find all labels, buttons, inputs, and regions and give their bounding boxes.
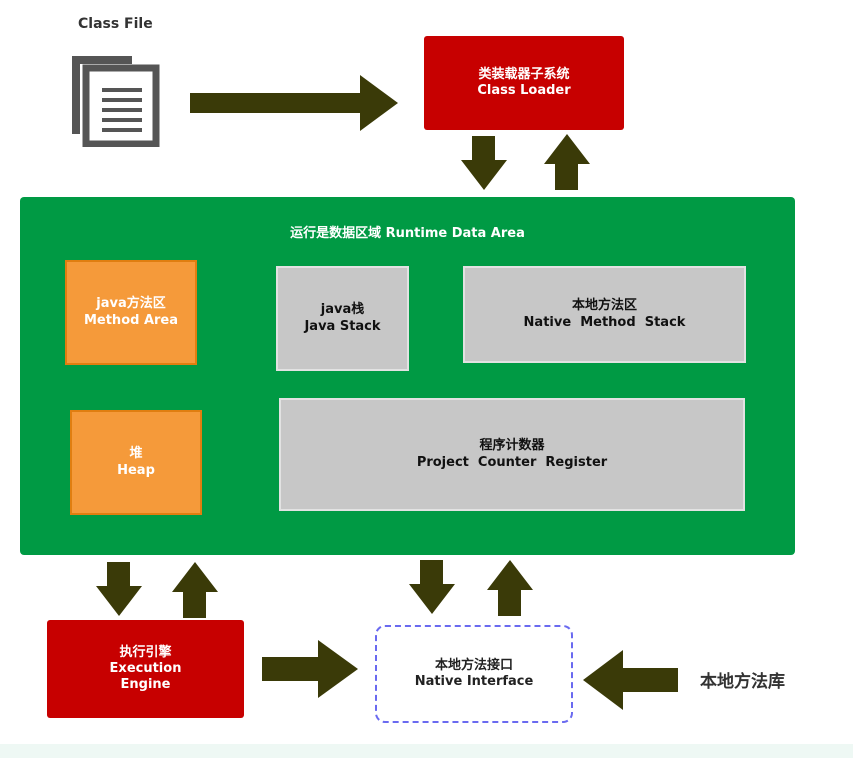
arrow-down-native [409,560,455,614]
arrow-up-loader [544,134,590,190]
native-library-label: 本地方法库 [700,672,785,692]
native-method-stack-box: 本地方法区 Native Method Stack [463,266,746,363]
native-method-stack-en: Native Method Stack [523,314,686,330]
execution-engine-en2: Engine [120,677,171,693]
arrow-right-engine [262,640,358,698]
heap-cn: 堆 [129,446,143,462]
native-interface-en: Native Interface [414,674,534,689]
method-area-cn: java方法区 [96,296,166,312]
arrow-down-loader [461,136,507,190]
class-loader-title-cn: 类装载器子系统 [478,66,570,82]
footer-band [0,744,853,758]
arrow-up-native [487,560,533,616]
method-area-box: java方法区 Method Area [65,260,197,365]
runtime-data-area-title: 运行是数据区域 Runtime Data Area [290,226,525,241]
execution-engine-box: 执行引擎 Execution Engine [47,620,244,718]
native-interface-box: 本地方法接口 Native Interface [375,625,573,723]
arrow-up-engine [172,562,218,618]
native-method-stack-cn: 本地方法区 [571,298,637,314]
native-interface-cn: 本地方法接口 [434,657,513,673]
document-stack-icon [72,56,160,147]
execution-engine-cn: 执行引擎 [119,644,172,660]
heap-box: 堆 Heap [70,410,202,515]
arrow-left-native-lib [583,650,678,710]
class-loader-title-en: Class Loader [477,83,571,98]
pc-register-box: 程序计数器 Project Counter Register [279,398,745,511]
class-loader-box: 类装载器子系统 Class Loader [424,36,624,130]
method-area-en: Method Area [83,312,179,328]
heap-en: Heap [117,462,155,478]
java-stack-cn: java栈 [320,302,365,318]
java-stack-en: Java Stack [304,318,381,334]
java-stack-box: java栈 Java Stack [276,266,409,371]
arrow-down-engine [96,562,142,616]
arrow-right-classfile [190,75,398,131]
pc-register-cn: 程序计数器 [479,438,545,454]
class-file-label: Class File [78,16,153,32]
execution-engine-en1: Execution [109,660,182,676]
pc-register-en: Project Counter Register [416,454,608,470]
